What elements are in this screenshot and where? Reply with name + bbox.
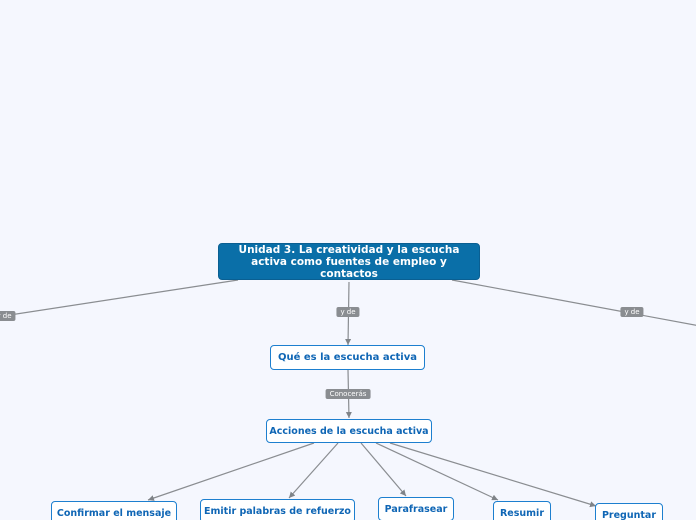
topic-confirmar-mensaje[interactable]: Confirmar el mensaje bbox=[51, 501, 177, 520]
topic-emitir-palabras-refuerzo[interactable]: Emitir palabras de refuerzo bbox=[200, 499, 355, 520]
connector-label-center: y de bbox=[336, 307, 360, 317]
connector-label-left: y de bbox=[0, 311, 16, 321]
topic-resumir[interactable]: Resumir bbox=[493, 501, 551, 520]
edge-root-right bbox=[451, 279, 696, 326]
topic-que-es-escucha-activa[interactable]: Qué es la escucha activa bbox=[270, 345, 425, 370]
edge-acciones-resumir bbox=[375, 442, 499, 501]
edge-acciones-parafrasear bbox=[360, 442, 407, 497]
edge-acciones-preguntar bbox=[389, 442, 597, 508]
edge-acciones-emitir bbox=[288, 442, 339, 499]
root-topic-node[interactable]: Unidad 3. La creatividad y la escucha ac… bbox=[218, 243, 480, 280]
topic-preguntar[interactable]: Preguntar bbox=[595, 503, 663, 520]
edge-acciones-confirmar bbox=[147, 442, 315, 501]
topic-acciones-escucha-activa[interactable]: Acciones de la escucha activa bbox=[266, 419, 432, 443]
edge-root-left bbox=[0, 279, 239, 318]
topic-parafrasear[interactable]: Parafrasear bbox=[378, 497, 454, 520]
connector-label-right: y de bbox=[620, 307, 644, 317]
connector-label-conoceras: Conocerás bbox=[325, 389, 371, 399]
